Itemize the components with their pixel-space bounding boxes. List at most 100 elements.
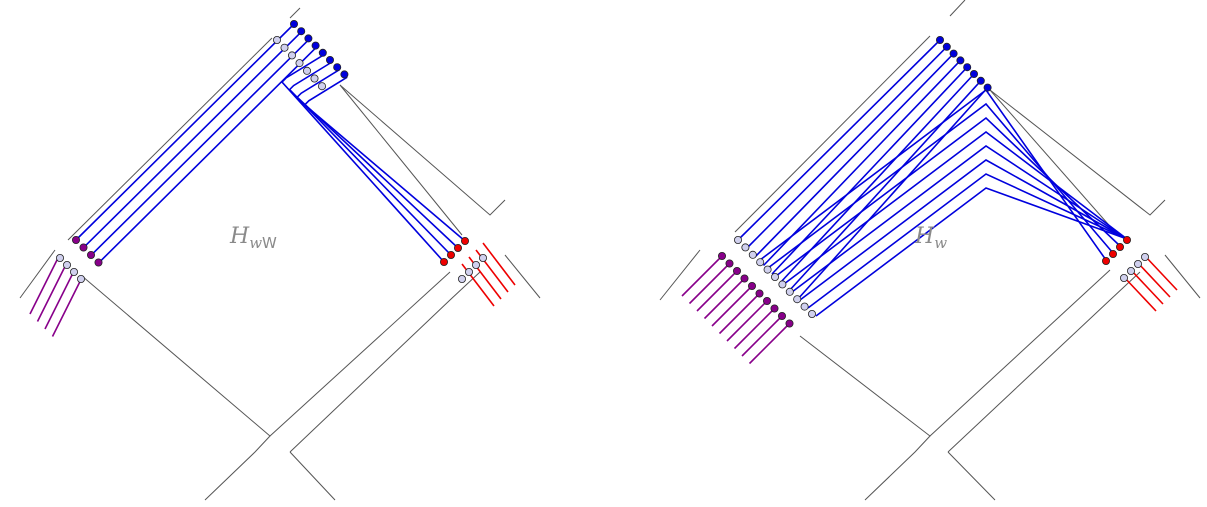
right-diagram: Hw (659, 0, 1201, 501)
light-dot (1127, 266, 1136, 275)
light-dot (310, 74, 319, 83)
right-blue-strands (737, 39, 1128, 317)
red-dot (1109, 249, 1118, 258)
purple-dot (740, 274, 749, 283)
light-dot (756, 258, 765, 267)
blue-strand (767, 102, 1114, 269)
purple-strand (44, 272, 74, 330)
blue-strand (90, 38, 310, 256)
light-dot (295, 59, 304, 68)
red-strand (1123, 276, 1157, 312)
red-dot (1102, 256, 1111, 265)
light-dot (471, 260, 480, 269)
purple-strand (36, 265, 67, 322)
purple-dot (79, 243, 88, 252)
purple-dot (725, 259, 734, 268)
blue-strand (791, 145, 1128, 293)
purple-dot (87, 250, 96, 259)
blue-strand (783, 130, 1128, 285)
right-region-label: Hw (914, 224, 947, 252)
left-region-label: HwW (229, 224, 277, 252)
left-diagram: HwW (19, 7, 541, 501)
light-dot (741, 243, 750, 252)
right-dots (718, 36, 1150, 328)
blue-dot (983, 83, 992, 92)
blue-strand (754, 53, 955, 258)
red-dot (439, 257, 448, 266)
blue-strand (762, 59, 961, 267)
right-outline (659, 0, 1201, 501)
red-dot (446, 250, 455, 259)
blue-dot (289, 19, 298, 28)
light-dot (778, 280, 787, 289)
purple-strand (748, 322, 791, 365)
light-dot (800, 302, 809, 311)
purple-strand (688, 262, 731, 305)
blue-dot (340, 70, 349, 79)
blue-dot (956, 56, 965, 65)
purple-dot (755, 289, 764, 298)
blue-strand (303, 76, 466, 242)
light-dot (287, 51, 296, 60)
light-dot (1120, 273, 1129, 282)
purple-strand (733, 307, 776, 350)
blue-strand (807, 173, 1128, 309)
light-dot (1134, 259, 1143, 268)
blue-dot (949, 49, 958, 58)
purple-dot (748, 281, 757, 290)
purple-strand (718, 292, 761, 335)
red-strand (1144, 255, 1178, 291)
purple-dot (72, 235, 81, 244)
blue-dot (304, 34, 313, 43)
purple-strand (711, 285, 753, 327)
blue-dot (311, 41, 320, 50)
blue-strand (83, 31, 303, 249)
purple-strand (29, 257, 59, 315)
blue-dot (318, 48, 327, 57)
purple-strand (51, 280, 82, 337)
red-dot (460, 236, 469, 245)
purple-dot (770, 304, 779, 313)
blue-strand (815, 187, 1128, 317)
purple-dot (763, 296, 772, 305)
light-dot (734, 235, 743, 244)
light-dot (808, 309, 817, 318)
blue-strand (737, 39, 941, 241)
light-dot (464, 267, 473, 276)
purple-dot (94, 258, 103, 267)
blue-strand (745, 46, 948, 250)
light-dot (70, 267, 79, 276)
light-dot (77, 274, 86, 283)
blue-strand (296, 68, 459, 249)
blue-dot (325, 56, 334, 65)
blue-dot (333, 63, 342, 72)
purple-dot (778, 311, 787, 320)
purple-dot (733, 266, 742, 275)
red-dot (1116, 242, 1125, 251)
red-strand (1137, 262, 1171, 298)
left-purple-strands (29, 257, 82, 337)
light-dot (317, 82, 326, 91)
blue-strand (799, 159, 1128, 301)
light-dot (763, 265, 772, 274)
light-dot (478, 253, 487, 262)
light-dot (56, 253, 65, 262)
blue-strand (280, 53, 445, 263)
blue-dot (936, 36, 945, 45)
blue-strand (288, 61, 452, 256)
light-dot (272, 36, 281, 45)
blue-dot (963, 63, 972, 72)
light-dot (748, 250, 757, 259)
light-dot (1141, 252, 1150, 261)
light-dot (280, 43, 289, 52)
light-dot (63, 260, 72, 269)
purple-strand (696, 270, 738, 312)
light-dot (793, 295, 802, 304)
left-dots (56, 19, 487, 283)
red-dot (1123, 235, 1132, 244)
blue-dot (976, 76, 985, 85)
left-outline (19, 7, 541, 501)
light-dot (457, 274, 466, 283)
blue-strand (775, 116, 1121, 277)
